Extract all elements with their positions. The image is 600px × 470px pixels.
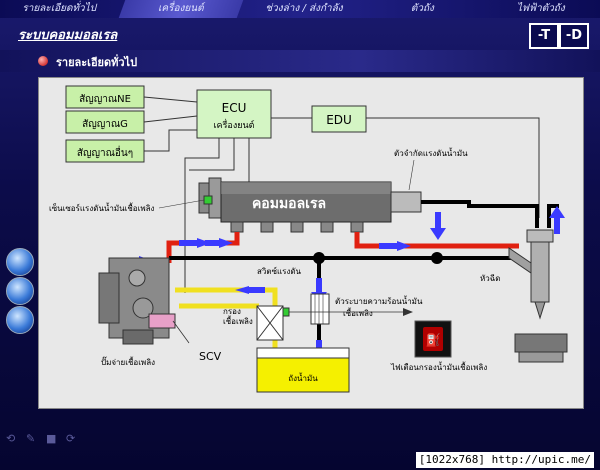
- forward-arrow-button[interactable]: [6, 248, 34, 276]
- d-button[interactable]: -D: [559, 23, 589, 49]
- fuel-cooler: [310, 293, 330, 325]
- cooler-label: ตัวระบายความร้อนน้ำมัน: [335, 295, 423, 306]
- watermark: [1022x768] http://upic.me/: [415, 452, 594, 468]
- injector: [530, 241, 550, 303]
- bottom-toolbar: ⟲ ✎ ■ ⟳: [0, 428, 600, 448]
- pressure-limiter-label: ตัวจำกัดแรงดันน้ำมัน: [394, 147, 468, 158]
- filter-label: กรอง: [223, 307, 241, 316]
- injector-label: หัวฉีด: [480, 274, 500, 283]
- page-title: ระบบคอมมอลเรล: [18, 28, 118, 43]
- tank-label: ถังน้ำมัน: [288, 372, 318, 383]
- next-icon[interactable]: ⟳: [66, 432, 76, 445]
- svg-text:⛽: ⛽: [426, 333, 441, 347]
- bullet-icon: [38, 56, 48, 66]
- rail-pressure-sensor: [203, 195, 213, 205]
- common-rail-label: คอมมอลเรล: [252, 196, 326, 212]
- tab-chassis[interactable]: ช่วงล่าง / ส่งกำลัง: [265, 3, 343, 14]
- section-title: รายละเอียดทั่วไป: [56, 56, 138, 69]
- back-arrow-button[interactable]: [6, 277, 34, 305]
- page-header: ระบบคอมมอลเรล -T -D: [0, 20, 600, 49]
- pump-label: ปั๊มจ่ายเชื้อเพลิง: [101, 356, 155, 367]
- t-button[interactable]: -T: [529, 23, 559, 49]
- prev-icon[interactable]: ⟲: [6, 432, 16, 445]
- tab-engine[interactable]: เครื่องยนต์: [119, 0, 245, 18]
- signal-g-label: สัญญาณG: [82, 119, 128, 130]
- pressure-switch-label: สวิตซ์แรงดัน: [257, 266, 302, 276]
- home-button[interactable]: [6, 306, 34, 334]
- ecu-title: ECU: [222, 101, 247, 115]
- ecu-subtitle: เครื่องยนต์: [213, 118, 254, 131]
- edu-label: EDU: [326, 113, 352, 127]
- cooler-label-2: เชื้อเพลิง: [343, 307, 373, 318]
- tab-general[interactable]: รายละเอียดทั่วไป: [22, 3, 97, 14]
- warning-light-label: ไฟเตือนกรองน้ำมันเชื้อเพลิง: [390, 361, 487, 372]
- tab-body[interactable]: ตัวถัง: [410, 3, 434, 14]
- scv-label: SCV: [199, 350, 222, 363]
- edu-box: [311, 105, 367, 133]
- diagram-panel: สัญญาณNE สัญญาณG สัญญาณอื่นๆ ECU เครื่อง…: [38, 77, 584, 409]
- section-bar: รายละเอียดทั่วไป: [0, 50, 600, 72]
- filter-label-2: เชื้อเพลิง: [223, 315, 253, 326]
- low-pressure-line: [175, 287, 278, 306]
- pen-icon[interactable]: ✎: [26, 432, 36, 445]
- tab-body-electrical[interactable]: ไฟฟ้าตัวถัง: [516, 3, 565, 14]
- common-rail-diagram: สัญญาณNE สัญญาณG สัญญาณอื่นๆ ECU เครื่อง…: [49, 85, 568, 393]
- signal-other-label: สัญญาณอื่นๆ: [77, 145, 133, 159]
- return-line: [421, 200, 539, 228]
- rail-sensor-label: เซ็นเซอร์แรงดันน้ำมันเชื้อเพลิง: [49, 202, 155, 213]
- square-icon[interactable]: ■: [46, 432, 57, 445]
- ecu-box: [196, 89, 272, 139]
- top-navigation: รายละเอียดทั่วไป เครื่องยนต์ ช่วงล่าง / …: [0, 0, 600, 18]
- signal-ne-label: สัญญาณNE: [79, 94, 131, 105]
